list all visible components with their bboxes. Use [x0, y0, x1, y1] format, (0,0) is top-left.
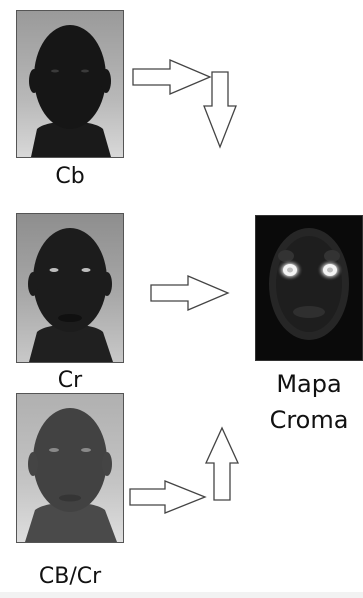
right-arrow-icon-cb: [132, 59, 212, 95]
cr-face-image: [17, 214, 123, 362]
cb-image-panel: [16, 10, 124, 158]
bottom-strip: [0, 592, 363, 598]
right-arrow-icon-cbcr: [129, 480, 207, 514]
right-arrow-icon-cr: [150, 275, 230, 311]
cbcr-label: CB/Cr: [38, 564, 102, 589]
up-arrow-icon-cbcr: [204, 426, 240, 501]
chroma-map-panel: [255, 215, 363, 361]
cbcr-image-panel: [16, 393, 124, 543]
cb-face-image: [17, 11, 123, 157]
cr-image-panel: [16, 213, 124, 363]
down-arrow-icon-cb: [203, 71, 237, 149]
chroma-map-image: [256, 216, 362, 360]
cb-label: Cb: [55, 164, 85, 189]
cr-label: Cr: [57, 368, 83, 393]
chroma-map-label-line1: Mapa: [276, 370, 342, 398]
cbcr-face-image: [17, 394, 123, 542]
chroma-map-label-line2: Croma: [269, 406, 349, 434]
